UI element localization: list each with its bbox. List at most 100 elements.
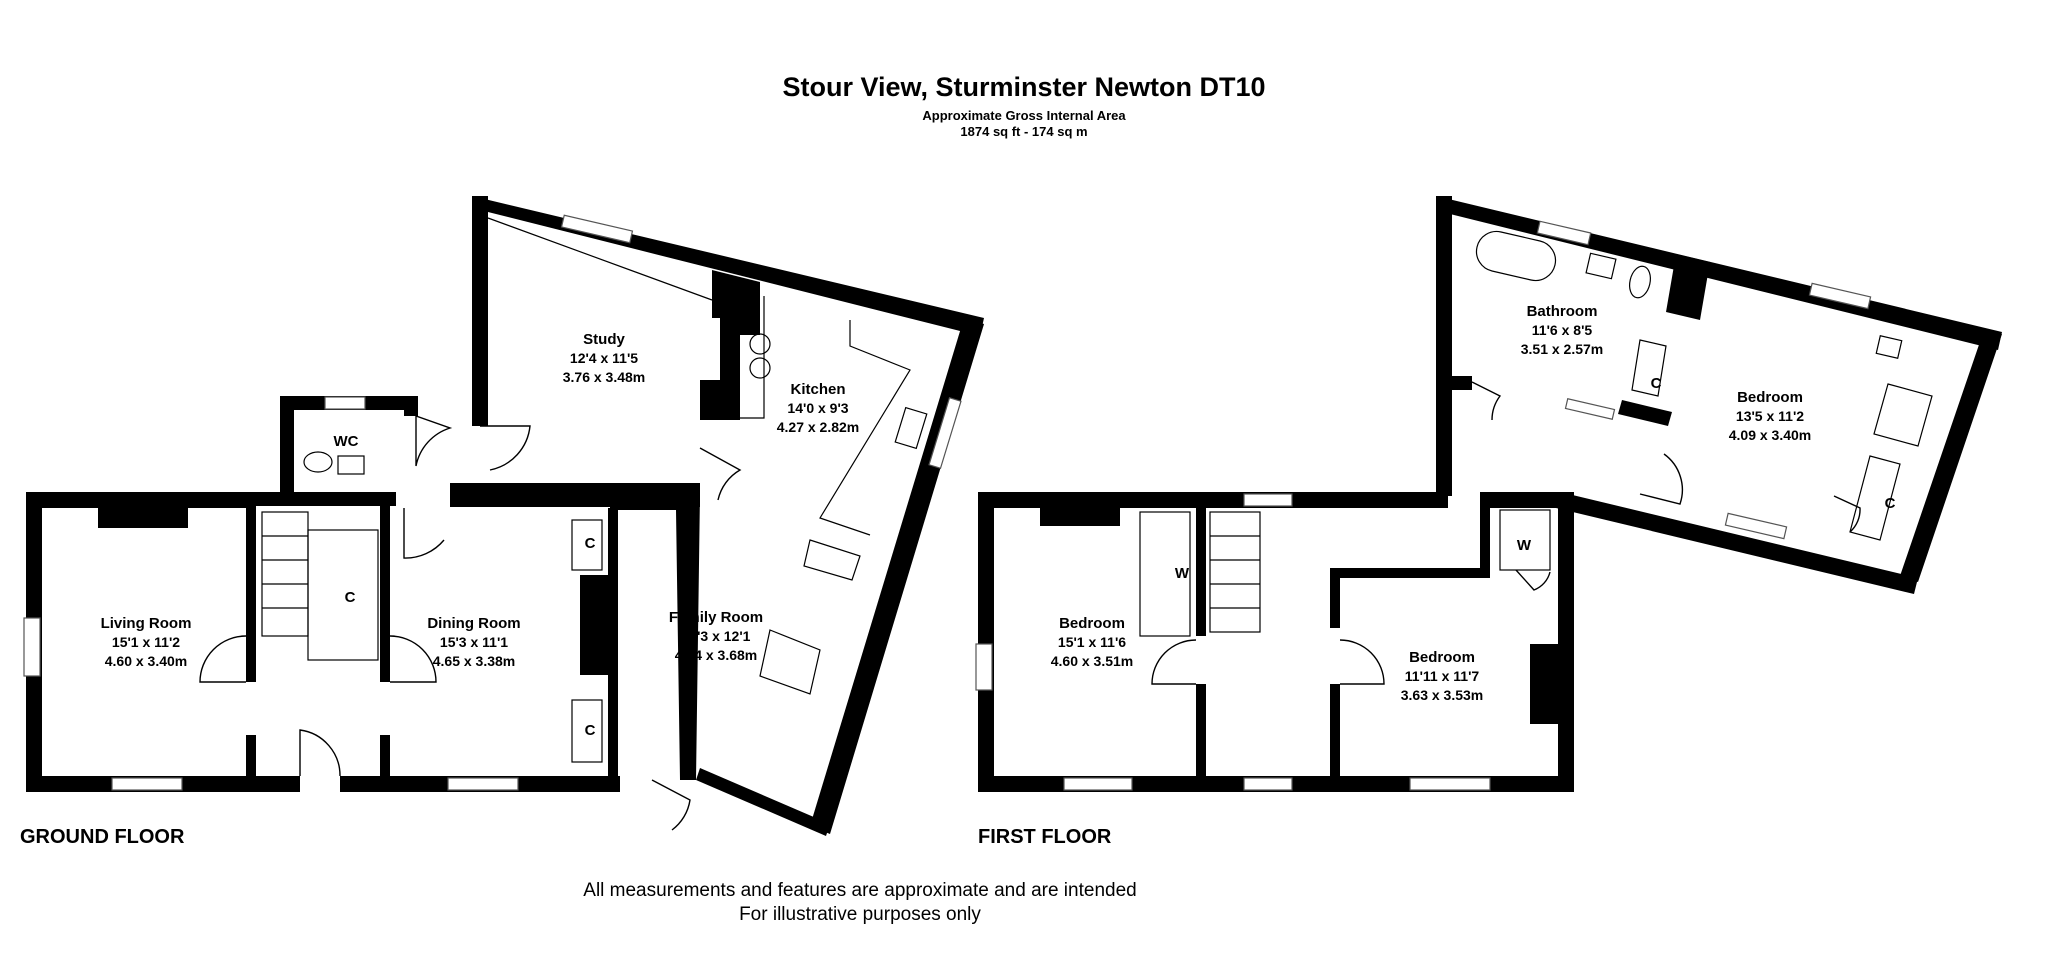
staircase [261,511,309,637]
wall [404,396,418,416]
wall [380,735,390,776]
dining-room-metric: 4.65 x 3.38m [433,653,516,669]
window [23,617,41,677]
living-room-imperial: 15'1 x 11'2 [112,634,180,650]
wc-name: WC [334,433,359,450]
door-swing [699,447,742,501]
wall [246,735,256,776]
chimney-breast [1530,644,1558,724]
bedroom-3-imperial: 11'11 x 11'7 [1405,668,1480,684]
first-floor-plan: Bathroom 11'6 x 8'5 3.51 x 2.57m Bedroom… [975,196,2002,792]
window [560,214,634,244]
bathroom-metric: 3.51 x 2.57m [1521,341,1604,357]
window [1724,512,1788,540]
ground-floor-label: GROUND FLOOR [20,826,185,848]
bedroom-2-imperial: 15'1 x 11'6 [1058,634,1126,650]
window [1808,282,1872,310]
wall [696,768,830,836]
dining-room-imperial: 15'3 x 11'1 [440,634,508,650]
study-imperial: 12'4 x 11'5 [570,350,638,366]
wall [1330,568,1490,578]
study-metric: 3.76 x 3.48m [563,369,646,385]
bedroom-2-name: Bedroom [1059,615,1125,632]
basin [1875,335,1903,359]
kitchen-metric: 4.27 x 2.82m [777,419,860,435]
window [447,777,519,791]
kitchen-name: Kitchen [790,381,845,398]
rooflight [759,629,821,695]
wall [380,492,390,682]
plan-area: 1874 sq ft - 174 sq m [960,124,1088,139]
cupboard-label: C [585,535,596,552]
cupboard [803,539,861,581]
bath [1475,230,1557,282]
kitchen-imperial: 14'0 x 9'3 [787,400,848,416]
wall [1618,400,1672,426]
dining-room-name: Dining Room [427,615,520,632]
window [324,396,366,410]
door-swing [403,508,445,559]
family-room-imperial: 14'3 x 12'1 [682,628,751,644]
bathroom-name: Bathroom [1527,303,1598,320]
wall [620,492,700,780]
cupboard-label: C [1651,375,1662,392]
door-swing [1833,495,1861,533]
wall [1558,492,1574,792]
wall [280,396,294,506]
wall [1452,376,1472,390]
wall [1556,492,1918,594]
living-room-name: Living Room [101,615,192,632]
bedroom-2-metric: 4.60 x 3.51m [1051,653,1134,669]
door-swing [1639,453,1684,505]
wc-pan [303,451,333,473]
study-name: Study [583,331,625,348]
wall [1436,196,2002,350]
door-swing [199,635,247,683]
bedroom-3-metric: 3.63 x 3.53m [1401,687,1484,703]
window [1063,777,1133,791]
wall [1900,330,2002,582]
door-swing [1515,569,1551,591]
cupboard-label: C [585,722,596,739]
wall [246,492,256,682]
door-swing [299,729,341,777]
bedroom-1-name: Bedroom [1737,389,1803,406]
shower [1873,383,1933,447]
wall [1330,684,1340,776]
chimney-breast [1040,508,1120,526]
basin [1585,252,1617,280]
worktop-line [487,217,713,301]
kitchen-worktop [819,320,911,536]
wall [978,492,994,792]
door-swing [480,425,531,471]
living-room-metric: 4.60 x 3.40m [105,653,188,669]
cupboard [1631,339,1667,397]
chimney-breast [700,270,760,420]
family-room-name: Family Room [669,609,763,626]
cupboard-label: C [345,589,356,606]
first-floor-label: FIRST FLOOR [978,826,1112,848]
wall [1330,568,1340,628]
window [1243,493,1293,507]
hob [749,333,771,355]
wardrobe-label: W [1517,537,1532,554]
bedroom-1-metric: 4.09 x 3.40m [1729,427,1812,443]
door-swing [389,635,437,683]
door-swing [1471,381,1502,421]
wall [1666,254,1710,320]
cupboard-label: C [1885,495,1896,512]
plan-title: Stour View, Sturminster Newton DT10 [782,72,1266,102]
family-room-metric: 4.34 x 3.68m [675,647,758,663]
door-swing [651,779,691,831]
wc-basin [337,455,365,475]
wall [1196,508,1206,636]
wall [246,492,396,506]
plan-subtitle: Approximate Gross Internal Area [922,108,1126,123]
cupboard [571,519,603,571]
hob [749,357,771,379]
window [928,397,962,469]
wall [26,492,256,508]
toilet [1629,265,1651,299]
window [1536,220,1592,246]
